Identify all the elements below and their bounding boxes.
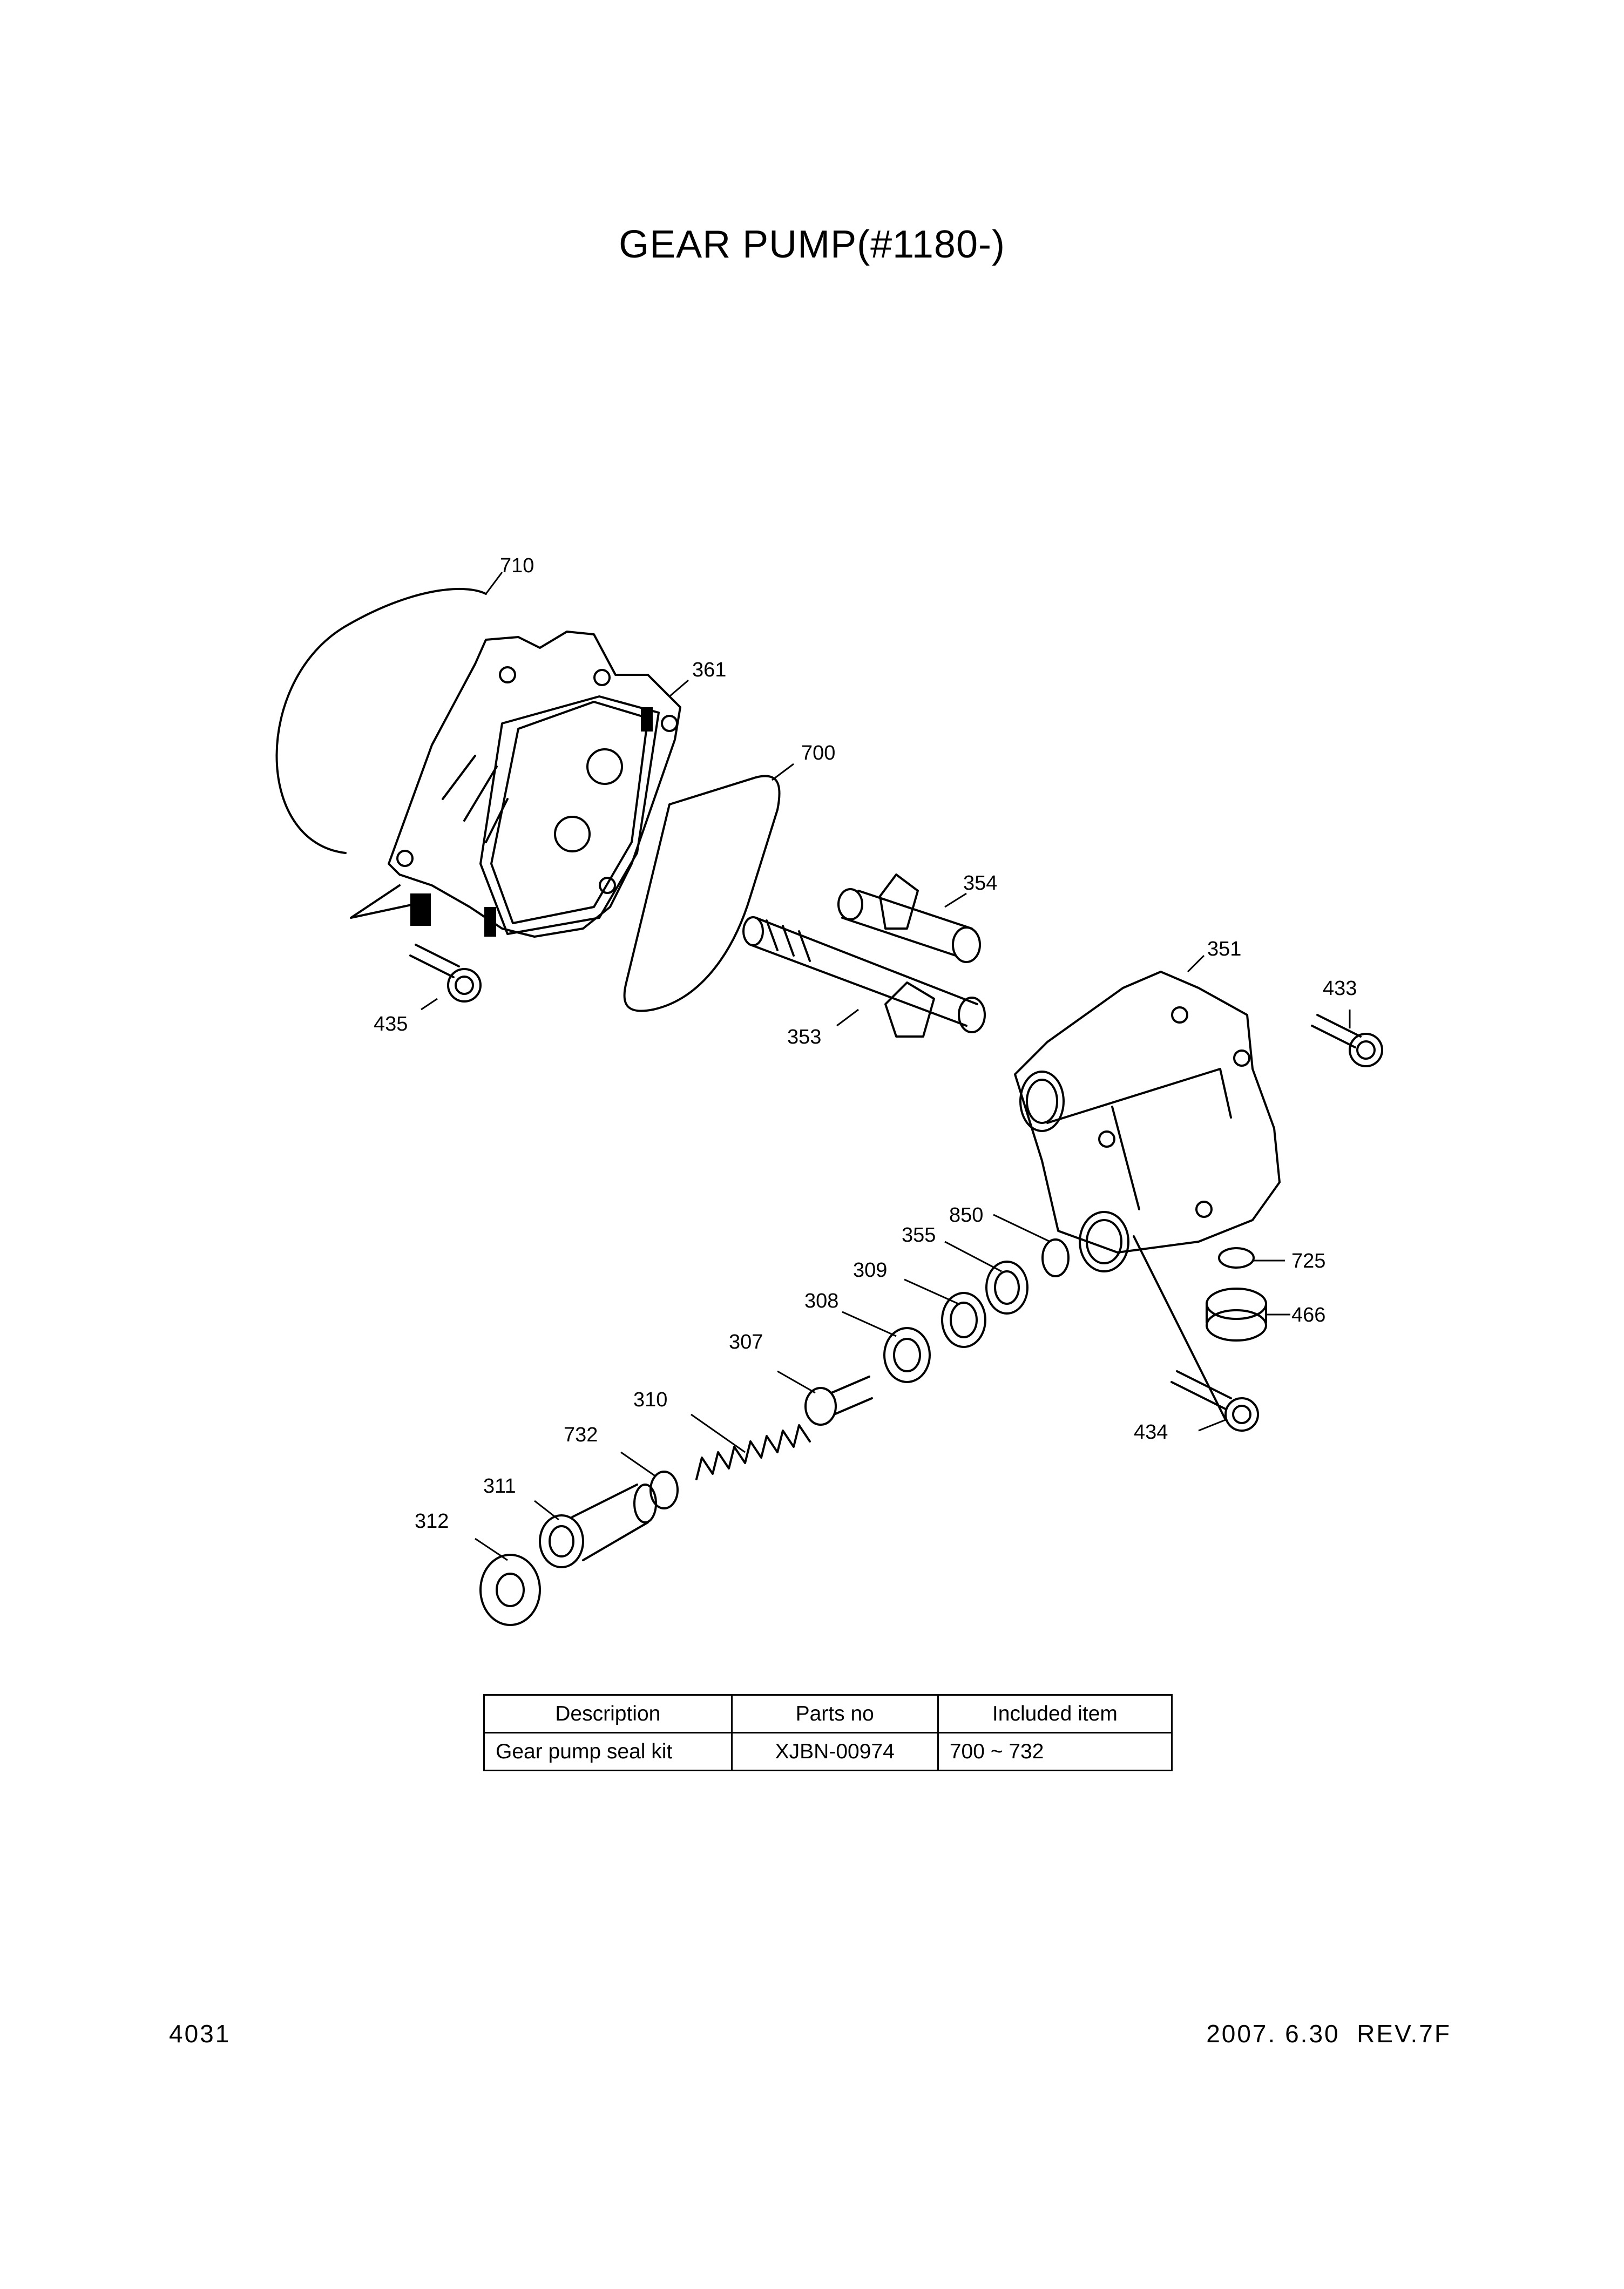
page-number: 4031 — [169, 2020, 231, 2048]
callout-435: 435 — [374, 1013, 408, 1035]
o-ring-710 — [275, 587, 487, 854]
pump-cover — [388, 631, 681, 938]
callout-700: 700 — [801, 742, 835, 764]
spring-310 — [695, 1424, 811, 1480]
bolt-433 — [1311, 1014, 1383, 1067]
o-ring-732 — [649, 1471, 679, 1509]
ring-309 — [941, 1292, 986, 1348]
callout-353: 353 — [787, 1026, 821, 1048]
callout-725: 725 — [1291, 1250, 1325, 1272]
o-ring-725 — [1218, 1247, 1255, 1269]
column-header: Included item — [937, 1694, 1173, 1733]
bolt-line — [1133, 1235, 1227, 1421]
callout-732: 732 — [564, 1424, 598, 1446]
callout-351: 351 — [1207, 938, 1241, 960]
callout-361: 361 — [692, 659, 726, 681]
table-header-row: Description Parts no Included item — [483, 1694, 1173, 1733]
bolt-434 — [1170, 1370, 1259, 1432]
marker-square — [484, 907, 496, 937]
table-cell-description: Gear pump seal kit — [483, 1732, 733, 1771]
callout-433: 433 — [1323, 977, 1357, 1000]
callout-308: 308 — [804, 1290, 838, 1312]
callout-311: 311 — [483, 1475, 516, 1498]
page-title: GEAR PUMP(#1180-) — [619, 223, 1005, 266]
callout-850: 850 — [949, 1204, 983, 1227]
table-cell-included-items: 700 ~ 732 — [937, 1732, 1173, 1771]
seal-kit-table: Description Parts no Included item Gear … — [483, 1694, 1173, 1771]
snap-ring-850 — [1041, 1238, 1070, 1277]
revision-date: 2007. 6.30 REV.7F — [1206, 2020, 1451, 2048]
marker-square — [641, 707, 653, 732]
seat-308 — [883, 1327, 931, 1383]
callout-355: 355 — [902, 1224, 936, 1247]
column-header: Description — [483, 1694, 733, 1733]
drive-shaft-353 — [742, 916, 986, 1038]
nut-312 — [479, 1554, 541, 1626]
plug-466 — [1206, 1288, 1267, 1342]
gear-354 — [837, 873, 981, 963]
pump-body — [1014, 971, 1281, 1272]
bolt-435 — [350, 884, 482, 1003]
poppet-307 — [804, 1376, 873, 1426]
callout-354: 354 — [963, 872, 997, 895]
callout-310: 310 — [633, 1389, 667, 1411]
callout-466: 466 — [1291, 1304, 1325, 1326]
adjuster-311 — [539, 1484, 657, 1568]
callout-312: 312 — [415, 1510, 449, 1533]
table-row: Gear pump seal kit XJBN-00974 700 ~ 732 — [483, 1732, 1173, 1771]
callout-309: 309 — [853, 1259, 887, 1282]
table-cell-part-number: XJBN-00974 — [730, 1732, 939, 1771]
gasket-700 — [623, 775, 781, 1012]
marker-square — [410, 893, 431, 926]
callout-710: 710 — [500, 554, 534, 577]
seal-355 — [985, 1261, 1028, 1315]
callout-307: 307 — [729, 1331, 763, 1353]
callout-434: 434 — [1134, 1421, 1168, 1444]
column-header: Parts no — [730, 1694, 939, 1733]
